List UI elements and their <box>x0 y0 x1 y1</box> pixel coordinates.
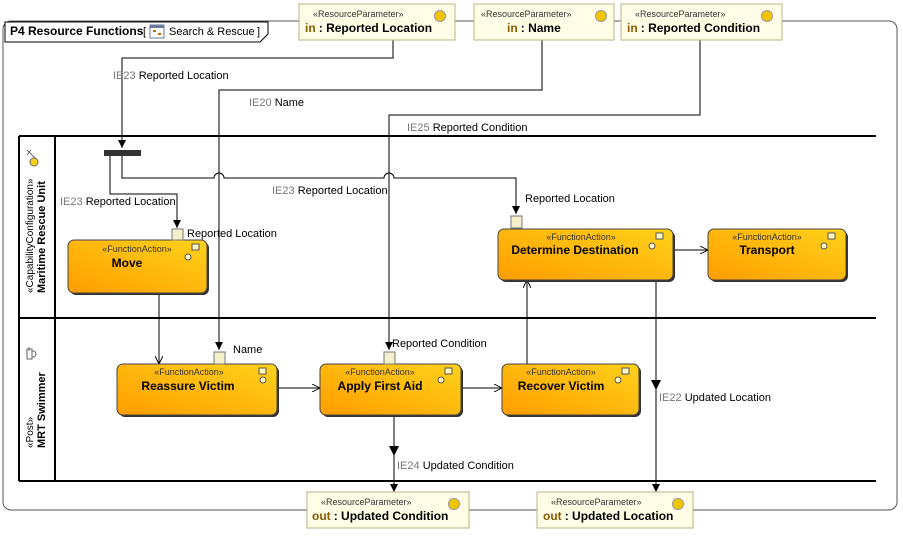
post-icon <box>26 347 37 360</box>
action-stereotype: «FunctionAction» <box>102 244 172 254</box>
flow-label-ie22: IE22 Updated Location <box>659 392 771 404</box>
flow-edges <box>109 38 708 492</box>
pin-label: Reported Location <box>525 193 615 205</box>
action-reassure-victim[interactable]: «FunctionAction» Reassure Victim <box>116 363 279 417</box>
action-name: Reassure Victim <box>141 379 234 393</box>
capability-configuration-icon <box>26 149 39 167</box>
action-stereotype: «FunctionAction» <box>154 367 224 377</box>
lane-header-maritime-rescue-unit[interactable]: «CapabilityConfiguration» Maritime Rescu… <box>25 149 48 293</box>
action-recover-victim[interactable]: «FunctionAction» Recover Victim <box>501 363 641 417</box>
flow-label-ie23-determine: IE23 Reported Location <box>272 185 388 197</box>
action-name: Move <box>112 256 143 270</box>
action-name: Apply First Aid <box>338 379 423 393</box>
function-action-icon <box>820 232 836 250</box>
param-in-name[interactable]: «ResourceParameter» in : Name <box>473 3 615 41</box>
action-move[interactable]: «FunctionAction» Move <box>67 239 209 295</box>
edge-ie23-in[interactable] <box>118 38 394 148</box>
frame-title: P4 Resource Functions <box>10 24 144 38</box>
flow-label-ie23-in: IE23 Reported Location <box>113 70 229 82</box>
frame-tag-open: [ <box>143 26 146 38</box>
parameter-icon <box>761 10 773 22</box>
lane-header-mrt-swimmer[interactable]: «Post» MRT Swimmer <box>25 347 48 448</box>
param-stereotype: «ResourceParameter» <box>481 9 572 19</box>
parameter-icon <box>448 498 460 510</box>
action-apply-first-aid[interactable]: «FunctionAction» Apply First Aid <box>319 363 463 417</box>
parameter-icon <box>595 10 607 22</box>
action-name: Transport <box>739 243 794 257</box>
action-stereotype: «FunctionAction» <box>526 367 596 377</box>
pin-label: Reported Condition <box>392 338 487 350</box>
param-label: in : Reported Location <box>305 21 432 35</box>
function-action-icon <box>648 232 664 250</box>
flow-label-ie24: IE24 Updated Condition <box>397 460 514 472</box>
function-action-icon <box>614 367 630 384</box>
lane-stereotype: «Post» <box>25 416 36 448</box>
action-stereotype: «FunctionAction» <box>345 367 415 377</box>
action-transport[interactable]: «FunctionAction» Transport <box>707 228 848 282</box>
fork-node[interactable] <box>104 150 141 156</box>
lane-name: Maritime Rescue Unit <box>36 181 48 293</box>
parameter-icon <box>672 498 684 510</box>
function-action-icon <box>437 367 453 384</box>
pin-label: Reported Location <box>187 228 277 240</box>
param-out-updated-condition[interactable]: «ResourceParameter» out : Updated Condit… <box>306 491 470 529</box>
param-in-reported-condition[interactable]: «ResourceParameter» in : Reported Condit… <box>620 3 783 41</box>
edge-ie23-determine[interactable] <box>121 156 520 214</box>
edge-ie25-in[interactable] <box>385 38 701 350</box>
flow-label-ie23-move: IE23 Reported Location <box>60 196 176 208</box>
param-stereotype: «ResourceParameter» <box>321 497 412 507</box>
lane-stereotype: «CapabilityConfiguration» <box>25 178 36 293</box>
function-action-icon <box>184 243 200 261</box>
param-label: out : Updated Location <box>543 509 673 523</box>
frame-title-tab <box>4 21 269 43</box>
action-stereotype: «FunctionAction» <box>546 232 616 242</box>
frame-tag-close: ] <box>257 26 260 38</box>
pin-move-reported-location[interactable]: Reported Location <box>171 228 277 241</box>
param-label: in : Reported Condition <box>627 21 760 35</box>
action-stereotype: «FunctionAction» <box>732 232 802 242</box>
param-stereotype: «ResourceParameter» <box>313 9 404 19</box>
param-label: in : Name <box>507 21 561 35</box>
flow-label-ie25: IE25 Reported Condition <box>407 122 528 134</box>
parameter-icon <box>434 10 446 22</box>
pin-reassure-name[interactable]: Name <box>213 344 262 365</box>
activity-diagram-icon <box>149 24 165 39</box>
flow-label-ie20: IE20 Name <box>249 97 304 109</box>
swimlanes <box>18 135 876 482</box>
action-name: Recover Victim <box>518 379 605 393</box>
param-in-reported-location[interactable]: «ResourceParameter» in : Reported Locati… <box>298 3 456 41</box>
pin-label: Name <box>233 344 262 356</box>
param-out-updated-location[interactable]: «ResourceParameter» out : Updated Locati… <box>536 491 694 529</box>
lane-name: MRT Swimmer <box>36 371 48 448</box>
action-name: Determine Destination <box>511 243 638 257</box>
edge-ie23-move[interactable] <box>109 156 181 228</box>
param-stereotype: «ResourceParameter» <box>635 9 726 19</box>
param-label: out : Updated Condition <box>312 509 448 523</box>
pin-first-aid-reported-condition[interactable]: Reported Condition <box>383 338 487 365</box>
action-determine-destination[interactable]: «FunctionAction» Determine Destination <box>497 228 675 282</box>
edge-ie20-in[interactable] <box>215 38 543 350</box>
param-stereotype: «ResourceParameter» <box>551 497 642 507</box>
frame-tag-text[interactable]: Search & Rescue <box>169 26 255 38</box>
flow-labels: IE23 Reported Location IE20 Name IE25 Re… <box>60 70 771 472</box>
pin-determine-reported-location[interactable]: Reported Location <box>510 193 615 229</box>
function-action-icon <box>258 367 267 384</box>
